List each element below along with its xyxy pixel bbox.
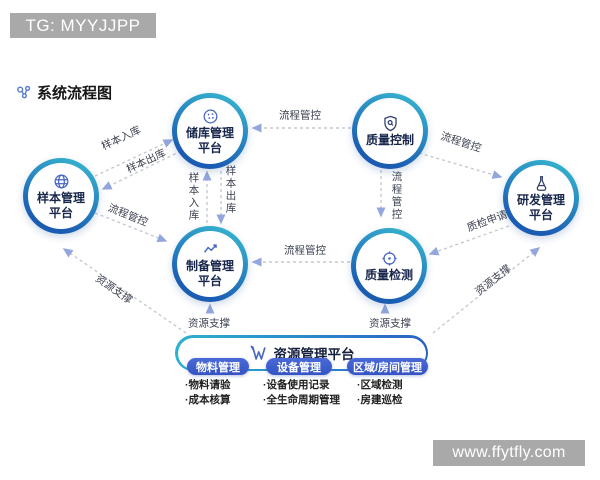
diagram-title-text: 系统流程图 (37, 85, 113, 102)
node-rd-management: 研发管理平台 (503, 160, 579, 236)
target-icon (380, 249, 399, 267)
material-item-list: ·物料请验 ·成本核算 (185, 378, 231, 408)
node-preparation-management: 制备管理平台 (172, 226, 248, 302)
edge-label-qc-to-storage: 流程管控 (279, 109, 321, 122)
equipment-item-list: ·设备使用记录 ·全生命周期管理 (263, 378, 340, 408)
edge-label-storage-prep-in: 样本入库 (187, 172, 200, 222)
node-sample-inner: 样本管理平台 (28, 163, 94, 229)
header-tag-text: TG: MYYJJPP (25, 15, 141, 35)
cluster-icon (16, 84, 32, 102)
edge-storage-to-sample (101, 150, 182, 190)
edge-qc-to-rd (418, 152, 503, 179)
edge-rd-to-qt (428, 225, 510, 256)
node-sample-management: 样本管理平台 (23, 158, 99, 234)
node-label: 样本管理平台 (36, 191, 85, 220)
pill-label: 区域/房间管理 (352, 361, 423, 374)
edge-label-res-to-prep: 资源支撑 (186, 315, 232, 331)
header-tag: TG: MYYJJPP (10, 13, 156, 38)
pill-area-room-management: 区域/房间管理 (347, 358, 428, 375)
edge-label-storage-prep-out: 样本出库 (224, 165, 237, 215)
edge-label-qt-to-prep: 流程管控 (284, 244, 326, 257)
list-item: ·物料请验 (185, 379, 231, 391)
diagram-title: 系统流程图 (16, 82, 112, 103)
node-prep-inner: 制备管理平台 (177, 231, 243, 297)
shield-search-icon (381, 114, 400, 132)
node-quality-testing: 质量检测 (351, 228, 427, 304)
edge-res-to-sample (62, 248, 187, 334)
watermark: www.ffytfly.com (433, 440, 585, 466)
node-rd-inner: 研发管理平台 (508, 165, 574, 231)
list-item: ·全生命周期管理 (263, 394, 340, 406)
area-item-list: ·区域检测 ·房建巡检 (357, 378, 403, 408)
node-label: 研发管理平台 (516, 193, 565, 222)
list-item: ·区域检测 (357, 379, 403, 391)
globe-icon (52, 172, 71, 190)
node-qt-inner: 质量检测 (356, 233, 422, 299)
list-item: ·成本核算 (185, 394, 231, 406)
pill-material-management: 物料管理 (187, 358, 249, 375)
node-label: 质量检测 (364, 268, 413, 283)
node-label: 质量控制 (365, 133, 414, 148)
edge-sample-to-prep (94, 212, 168, 243)
node-storage-management: 储库管理平台 (172, 93, 248, 169)
node-storage-inner: 储库管理平台 (177, 98, 243, 164)
node-quality-control: 质量控制 (352, 93, 428, 169)
flask-icon (532, 174, 551, 192)
pill-label: 设备管理 (277, 361, 321, 374)
watermark-text: www.ffytfly.com (452, 444, 566, 461)
edge-label-qc-to-qt: 流程管控 (390, 171, 403, 221)
pill-equipment-management: 设备管理 (266, 358, 332, 375)
line-chart-icon (201, 240, 220, 258)
edge-res-to-rd (432, 247, 541, 334)
list-item: ·房建巡检 (357, 394, 403, 406)
list-item: ·设备使用记录 (263, 379, 330, 391)
dish-icon (201, 107, 220, 125)
node-qc-inner: 质量控制 (357, 98, 423, 164)
pill-label: 物料管理 (196, 361, 240, 374)
node-label: 储库管理平台 (185, 126, 234, 155)
edge-sample-to-storage (94, 139, 174, 177)
node-label: 制备管理平台 (185, 259, 234, 288)
wave-w-icon (249, 344, 267, 362)
edge-label-res-to-qt: 资源支撑 (367, 315, 413, 331)
